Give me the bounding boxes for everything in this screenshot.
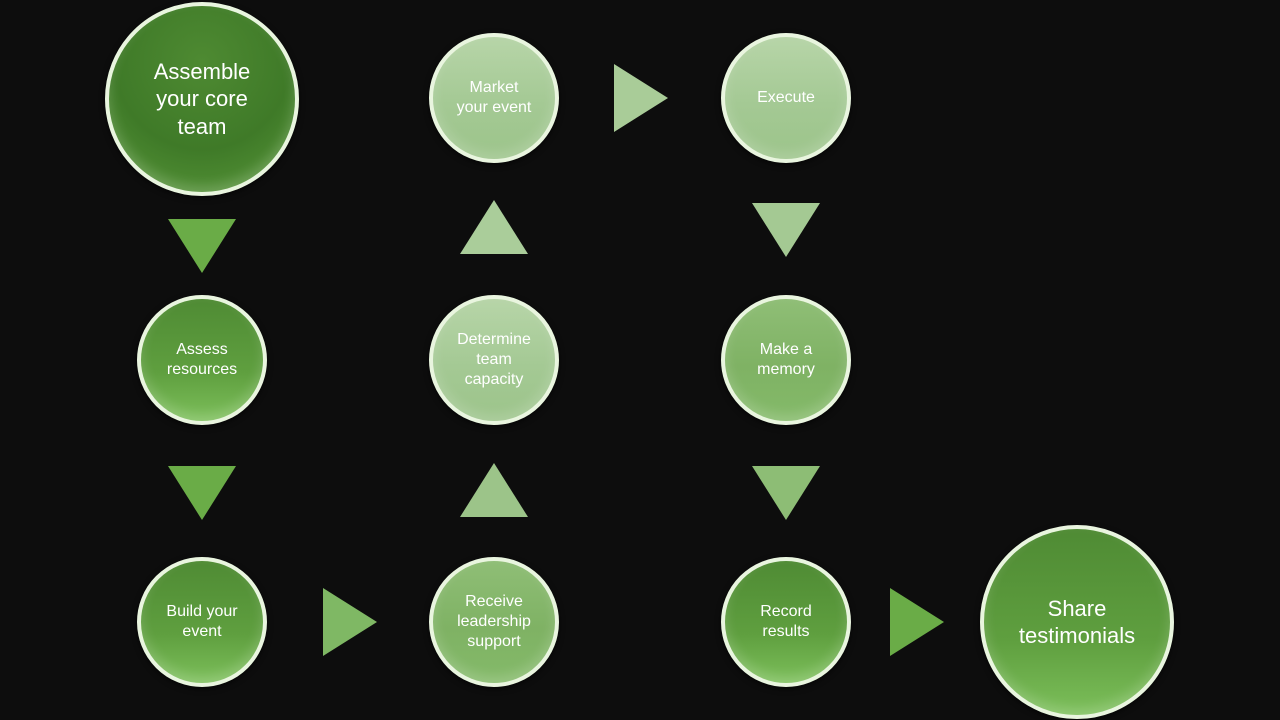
arrow-up-2 (460, 200, 528, 254)
arrow-down-2 (168, 466, 236, 520)
node-record-results: Record results (721, 557, 851, 687)
node-execute: Execute (721, 33, 851, 163)
arrow-down-4 (752, 466, 820, 520)
node-build-event: Build your event (137, 557, 267, 687)
node-label: Make a memory (757, 341, 815, 378)
node-label: Determine team capacity (457, 331, 531, 388)
node-make-memory: Make a memory (721, 295, 851, 425)
arrow-down-3 (752, 203, 820, 257)
node-assemble-team: Assemble your core team (105, 2, 299, 196)
arrow-down-1 (168, 219, 236, 273)
node-assess-resources: Assess resources (137, 295, 267, 425)
node-label: Execute (757, 89, 815, 106)
arrow-right-3 (890, 588, 944, 656)
node-label: Assess resources (166, 341, 238, 378)
node-label: Assemble your core team (153, 58, 251, 139)
node-label: Market your event (456, 79, 532, 116)
node-share-testimonials: Share testimonials (980, 525, 1174, 719)
node-receive-support: Receive leadership support (429, 557, 559, 687)
node-label: Record results (760, 603, 812, 640)
arrow-up-1 (460, 463, 528, 517)
node-label: Build your event (166, 603, 238, 640)
node-market-event: Market your event (429, 33, 559, 163)
node-label: Receive leadership support (457, 593, 531, 650)
node-determine-capacity: Determine team capacity (429, 295, 559, 425)
node-label: Share testimonials (1018, 595, 1136, 649)
arrow-right-1 (323, 588, 377, 656)
arrow-right-2 (614, 64, 668, 132)
